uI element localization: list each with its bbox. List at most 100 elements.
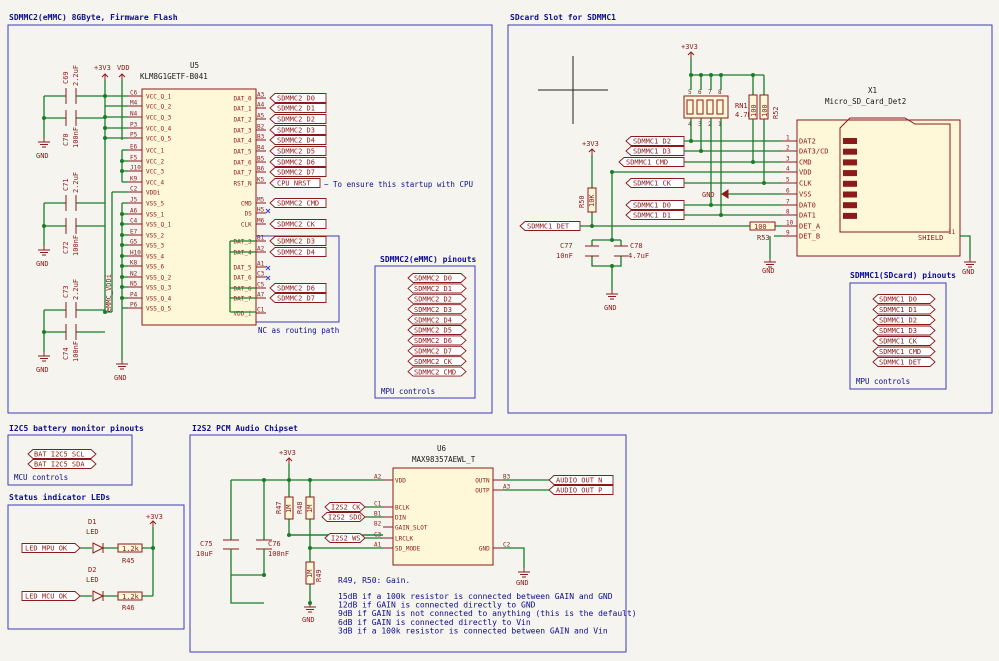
sd-pinout-2[interactable]: SDMMC1_D2	[872, 315, 936, 325]
emmc-label-13[interactable]: SDMMC2_D6	[269, 283, 327, 293]
emmc-label-1[interactable]: SDMMC2_D1	[269, 103, 327, 113]
sd-label-1[interactable]: SDMMC1_D3	[625, 146, 685, 156]
sd-pinout-4[interactable]: SDMMC1_CK	[872, 336, 936, 346]
led-mcu-label[interactable]: LED_MCU_OK	[21, 591, 81, 601]
emmc-pinout-9[interactable]: SDMMC2_CMD	[407, 366, 467, 377]
sd-pinout-0[interactable]: SDMMC1_D0	[872, 294, 936, 304]
emmc-pinout-5[interactable]: SDMMC2_D5	[407, 325, 467, 335]
emmc-label-10[interactable]: SDMMC2_CK	[269, 219, 327, 229]
sd-label-det[interactable]: SDMMC1_DET	[519, 221, 581, 231]
emmc-label-7[interactable]: SDMMC2_D7	[269, 167, 327, 177]
sd-pinout-6[interactable]: SDMMC1_DET	[872, 357, 936, 367]
emmc-label-5[interactable]: SDMMC2_D5	[269, 146, 327, 156]
sd-pinout-3[interactable]: SDMMC1_D3	[872, 325, 936, 336]
sd-label-4[interactable]: SDMMC1_D0	[625, 200, 685, 210]
u5-body[interactable]	[141, 88, 257, 326]
sd-label-3[interactable]: SDMMC1_CK	[625, 178, 685, 188]
r47-body[interactable]	[284, 496, 294, 520]
emmc-label-8[interactable]: CPU_NRST	[269, 178, 321, 188]
sd-pinout-1[interactable]: SDMMC1_D1	[872, 304, 936, 315]
cap-C70[interactable]	[44, 110, 105, 126]
i2s-label-ck[interactable]: I2S2_CK	[324, 502, 366, 512]
sd-label-5[interactable]: SDMMC1_D1	[625, 210, 685, 220]
emmc-pinout-3[interactable]: SDMMC2_D3	[407, 304, 467, 315]
rn1-body[interactable]	[683, 95, 729, 119]
emmc-pinout-8[interactable]: SDMMC2_CK	[407, 356, 467, 367]
sd-pinout-5[interactable]: SDMMC1_CMD	[872, 346, 936, 357]
emmc-label-6[interactable]: SDMMC2_D6	[269, 157, 327, 167]
sd-label-2[interactable]: SDMMC1_CMD	[618, 157, 685, 167]
i2c5-label-0[interactable]: BAT_I2C5_SCL	[27, 449, 97, 459]
emmc-pinout-1[interactable]: SDMMC2_D1	[407, 283, 467, 294]
emmc-label-12[interactable]: SDMMC2_D4	[269, 247, 327, 257]
i2c5-label-1[interactable]: BAT_I2C5_SDA	[27, 459, 97, 469]
r48-body[interactable]	[305, 496, 315, 520]
emmc-label-3[interactable]: SDMMC2_D3	[269, 125, 327, 135]
emmc-label-4[interactable]: SDMMC2_D4	[269, 135, 327, 145]
emmc-label-0[interactable]: SDMMC2_D0	[269, 93, 327, 103]
cap-C73[interactable]	[44, 302, 105, 318]
emmc-pinout-6[interactable]: SDMMC2_D6	[407, 335, 467, 346]
emmc-pinout-2[interactable]: SDMMC2_D2	[407, 293, 467, 304]
emmc-label-9[interactable]: SDMMC2_CMD	[269, 198, 327, 208]
cap-C72[interactable]	[44, 218, 105, 234]
emmc-label-14[interactable]: SDMMC2_D7	[269, 293, 327, 303]
i2s-label-outp[interactable]: AUDIO_OUT_P	[548, 485, 614, 495]
led-mpu-label[interactable]: LED_MPU_OK	[21, 543, 81, 553]
emmc-label-2[interactable]: SDMMC2_D2	[269, 114, 327, 124]
x1-body[interactable]	[796, 119, 961, 257]
r50-body[interactable]	[587, 187, 597, 213]
